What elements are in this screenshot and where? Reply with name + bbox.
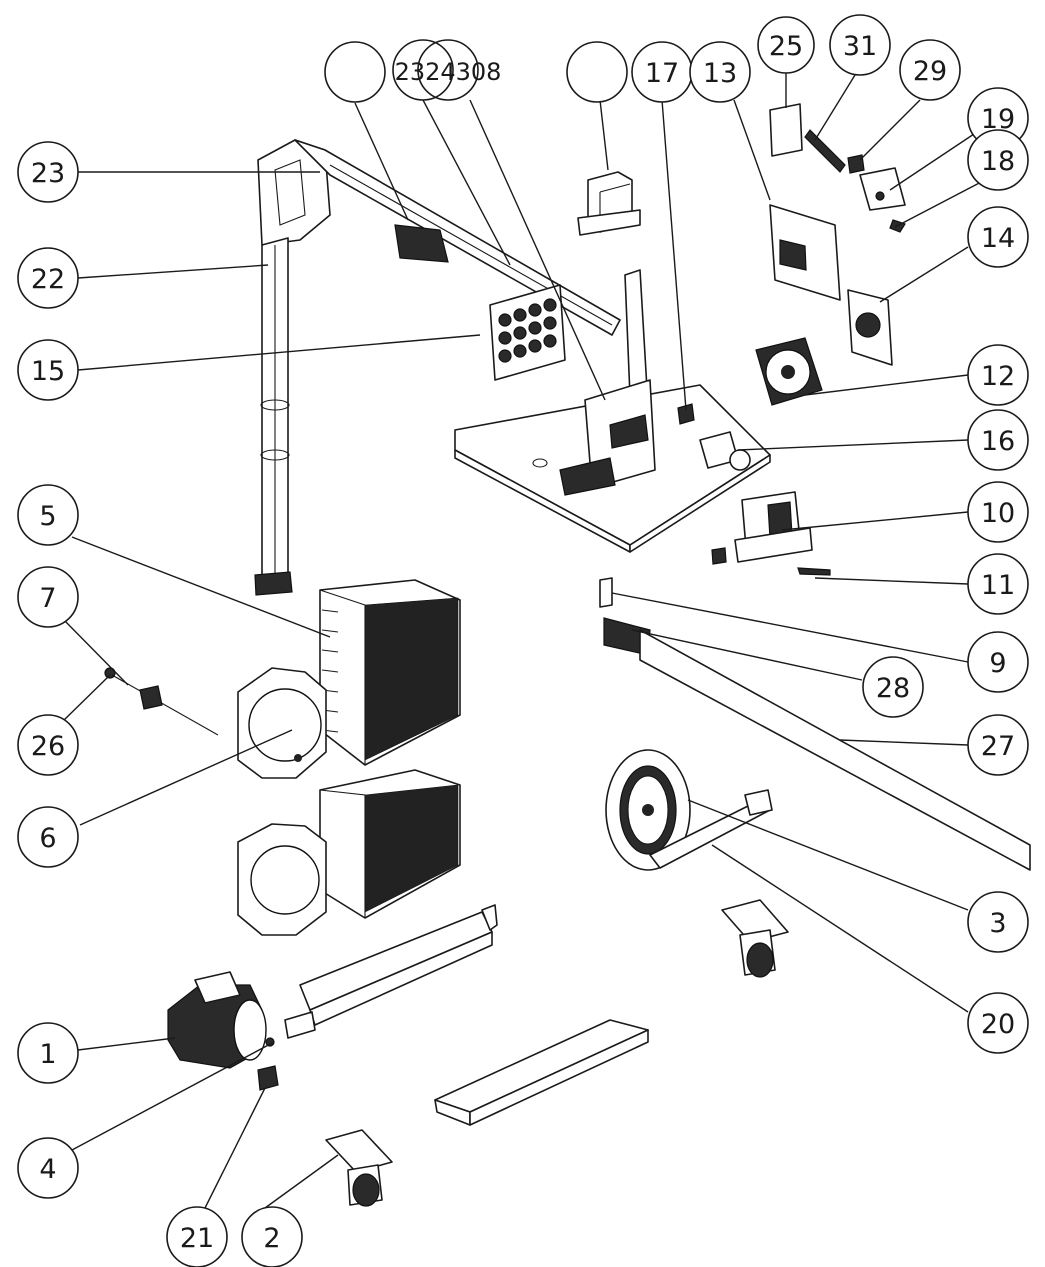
- sensor-rod-part: [104, 667, 219, 736]
- balloon-17: 17: [631, 41, 693, 103]
- svg-text:23: 23: [31, 158, 65, 189]
- cooling-fan-part: [755, 337, 823, 406]
- balloon-15: 15: [17, 339, 79, 401]
- caster-right-part: [721, 899, 789, 978]
- balloon-22: 22: [17, 247, 79, 309]
- svg-text:4: 4: [39, 1154, 56, 1185]
- small-transformer-part: [577, 171, 641, 236]
- balloon-1: 1: [17, 1022, 79, 1084]
- balloon-21: 21: [166, 1206, 228, 1267]
- wheel-part: [605, 749, 773, 871]
- balloon-12: 12: [967, 344, 1029, 406]
- guide-rail-part: [265, 904, 498, 1047]
- condenser-lower-part: [237, 769, 461, 936]
- small-clip-part: [257, 1065, 279, 1091]
- base-plate-part: [454, 269, 771, 553]
- pump-motor-part: [167, 971, 267, 1069]
- balloon-18: 18: [967, 129, 1029, 191]
- balloon-blank-right: [566, 41, 628, 103]
- svg-text:14: 14: [981, 223, 1015, 254]
- svg-text:26: 26: [31, 731, 65, 762]
- balloon-16: 16: [967, 409, 1029, 471]
- svg-text:28: 28: [876, 673, 910, 704]
- svg-text:18: 18: [981, 146, 1015, 177]
- balloon-3: 3: [967, 891, 1029, 953]
- column-arm-part: [254, 139, 621, 596]
- caster-left-part: [325, 1129, 393, 1207]
- balloon-13: 13: [689, 41, 751, 103]
- balloon-11: 11: [967, 553, 1029, 615]
- svg-text:22: 22: [31, 264, 65, 295]
- balloon-4: 4: [17, 1137, 79, 1199]
- balloon-25: 25: [757, 16, 815, 74]
- balloon-blank-left: [324, 41, 386, 103]
- balloon-10: 10: [967, 481, 1029, 543]
- balloon-19: 19: [967, 87, 1029, 149]
- push-handle-part: [599, 577, 1031, 871]
- condenser-upper-part: [237, 579, 461, 779]
- svg-text:9: 9: [989, 648, 1006, 679]
- balloon-9: 9: [967, 631, 1029, 693]
- balloon-2324308: 2324308: [392, 39, 502, 101]
- svg-text:17: 17: [645, 58, 679, 89]
- svg-text:20: 20: [981, 1009, 1015, 1040]
- balloon-14: 14: [967, 206, 1029, 268]
- heatsink-board-part: [489, 284, 566, 381]
- balloon-20: 20: [967, 992, 1029, 1054]
- svg-text:12: 12: [981, 361, 1015, 392]
- svg-text:13: 13: [703, 58, 737, 89]
- balloon-23: 23: [17, 141, 79, 203]
- balloon-27: 27: [967, 714, 1029, 776]
- main-transformer-part: [711, 491, 831, 576]
- svg-text:2324308: 2324308: [395, 58, 502, 86]
- leader-lines: [61, 72, 986, 1209]
- svg-text:31: 31: [843, 31, 877, 62]
- svg-text:3: 3: [989, 908, 1006, 939]
- svg-text:2: 2: [263, 1223, 280, 1254]
- svg-text:27: 27: [981, 731, 1015, 762]
- balloon-29: 29: [899, 39, 961, 101]
- balloon-2: 2: [241, 1206, 303, 1267]
- svg-text:10: 10: [981, 498, 1015, 529]
- svg-text:25: 25: [769, 31, 803, 62]
- balloon-26: 26: [17, 714, 79, 776]
- base-board-part: [434, 1019, 649, 1126]
- svg-text:29: 29: [913, 56, 947, 87]
- svg-text:15: 15: [31, 356, 65, 387]
- balloon-7: 7: [17, 566, 79, 628]
- balloon-6: 6: [17, 806, 79, 868]
- balloon-5: 5: [17, 484, 79, 546]
- balloon-28: 28: [862, 656, 924, 718]
- svg-text:21: 21: [180, 1223, 214, 1254]
- balloon-31: 31: [829, 14, 891, 76]
- svg-text:11: 11: [981, 570, 1015, 601]
- control-boards-part: [769, 103, 906, 366]
- svg-text:5: 5: [39, 501, 56, 532]
- svg-text:1: 1: [39, 1039, 56, 1070]
- svg-text:16: 16: [981, 426, 1015, 457]
- svg-text:7: 7: [39, 583, 56, 614]
- svg-text:6: 6: [39, 823, 56, 854]
